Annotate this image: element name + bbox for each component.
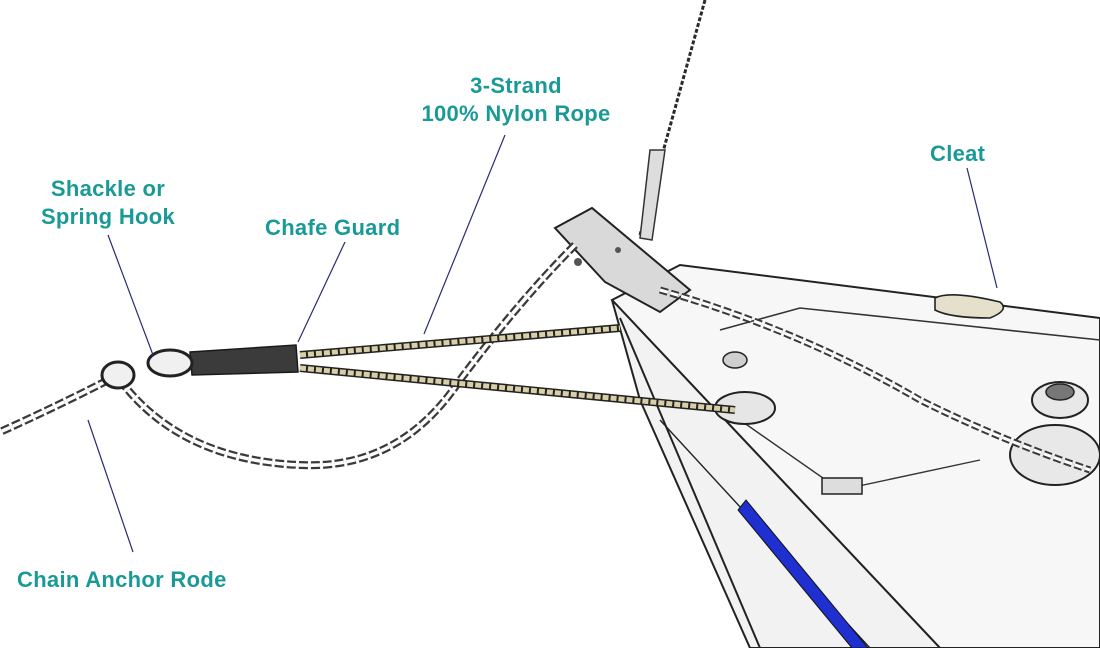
label-chain-rode: Chain Anchor Rode [17,566,227,594]
label-cleat: Cleat [930,140,985,168]
label-rope: 3-Strand 100% Nylon Rope [400,72,632,128]
leader-shackle [107,234,154,356]
shackle-hook [100,348,194,390]
label-shackle-line1: Shackle or [50,176,166,201]
bow-roller [553,206,692,314]
forestay-wire [638,0,707,236]
leader-lines [87,134,998,553]
leader-chain-rode [87,419,134,553]
deck-fitting-small [722,351,748,369]
turnbuckle [639,149,666,241]
hull-stripe [737,499,869,648]
chafe-guard [189,344,299,376]
label-cleat-text: Cleat [930,141,986,166]
leader-chafe-guard [297,241,346,343]
leader-rope [423,134,506,335]
label-rope-line2: 100% Nylon Rope [421,101,611,126]
hull-edge-line [619,317,761,648]
label-shackle-line2: Spring Hook [40,204,176,229]
label-chain-rode-text: Chain Anchor Rode [17,567,227,592]
label-rope-line1: 3-Strand [470,73,562,98]
boat-hull-side [611,299,942,648]
cleat [934,294,1005,319]
leader-cleat [966,167,998,289]
label-chafe-guard: Chafe Guard [265,214,400,242]
label-shackle: Shackle or Spring Hook [20,175,196,231]
deck-fitting [821,477,863,495]
label-chafe-guard-text: Chafe Guard [265,215,401,240]
windlass [1009,381,1100,486]
deck-hatch-outline [719,307,1100,341]
